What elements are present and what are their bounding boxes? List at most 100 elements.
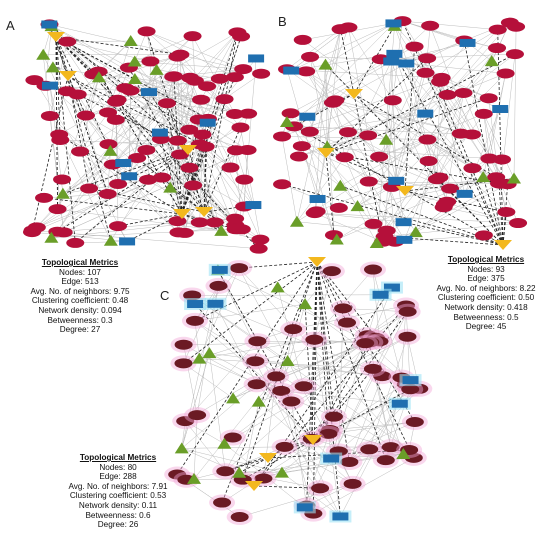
ellipse-node [418, 135, 436, 145]
ellipse-node [406, 42, 424, 52]
ellipse-node [246, 356, 264, 366]
rect-node [152, 129, 168, 137]
rect-node [41, 20, 57, 28]
ellipse-node [197, 142, 215, 152]
ellipse-node [330, 203, 348, 213]
metrics-panel-b: Topological Metrics Nodes: 93 Edge: 375 … [424, 255, 548, 332]
edge [315, 213, 404, 222]
triangle-node [124, 35, 138, 46]
metrics-panel-c: Topological Metrics Nodes: 80 Edge: 288 … [56, 453, 180, 530]
rect-node [460, 39, 476, 47]
edge [501, 184, 518, 223]
ellipse-node [188, 410, 206, 420]
ellipse-node [438, 197, 456, 207]
ellipse-node [192, 95, 210, 105]
ellipse-node [66, 238, 84, 248]
ellipse-node [364, 265, 382, 275]
rect-node [297, 503, 313, 511]
triangle-node [271, 281, 285, 292]
edge [209, 353, 225, 471]
metrics-title-a: Topological Metrics [20, 258, 140, 268]
ellipse-node [252, 69, 270, 79]
ellipse-node [323, 266, 341, 276]
ellipse-node [507, 22, 525, 32]
triangle-node [202, 347, 216, 358]
ellipse-node [251, 235, 269, 245]
ellipse-node [282, 396, 300, 406]
hub-edge [294, 94, 354, 126]
ellipse-node [378, 226, 396, 236]
edge [37, 151, 111, 228]
ellipse-node [325, 412, 343, 422]
ellipse-node [463, 129, 481, 139]
ellipse-node [250, 244, 268, 254]
metric-row: Betweenness: 0.3 [20, 316, 140, 326]
ellipse-node [231, 512, 249, 522]
ellipse-node [109, 221, 127, 231]
ellipse-node [492, 179, 510, 189]
rect-node [386, 50, 402, 58]
metric-row: Nodes: 93 [424, 265, 548, 275]
metric-row: Network density: 0.418 [424, 303, 548, 313]
ellipse-node [370, 152, 388, 162]
ellipse-node [334, 303, 352, 313]
metric-row: Betweenness: 0.5 [424, 313, 548, 323]
ellipse-node [248, 379, 266, 389]
rect-node [283, 67, 299, 75]
ellipse-node [340, 457, 358, 467]
ellipse-node [99, 139, 117, 149]
metric-row: Edge: 513 [20, 277, 140, 287]
triangle-node [128, 56, 142, 67]
edge [291, 401, 306, 505]
metric-row: Network density: 0.094 [20, 306, 140, 316]
ellipse-node [308, 206, 326, 216]
edge [243, 402, 259, 480]
ellipse-node [509, 218, 527, 228]
ellipse-node [418, 53, 436, 63]
edge [44, 194, 108, 198]
ellipse-node [267, 371, 285, 381]
ellipse-node [421, 21, 439, 31]
metrics-title-c: Topological Metrics [56, 453, 180, 463]
ellipse-node [35, 193, 53, 203]
ellipse-node [441, 184, 459, 194]
rect-node [42, 82, 58, 90]
ellipse-node [428, 174, 446, 184]
edge [310, 57, 381, 59]
ellipse-node [227, 145, 245, 155]
ellipse-node [497, 207, 515, 217]
ellipse-node [216, 466, 234, 476]
triangle-node [507, 172, 521, 183]
ellipse-node [339, 22, 357, 32]
metric-row: Network density: 0.11 [56, 501, 180, 511]
ellipse-node [480, 93, 498, 103]
ellipse-node [53, 174, 71, 184]
rect-node [417, 110, 433, 118]
ellipse-node [489, 25, 507, 35]
ellipse-node [506, 49, 524, 59]
hub-edge [317, 262, 340, 516]
rect-node [396, 236, 412, 244]
ellipse-node [169, 136, 187, 146]
ellipse-node [77, 111, 95, 121]
metric-row: Clustering coefficient: 0.48 [20, 296, 140, 306]
triangle-node [281, 355, 295, 366]
triangle-node [192, 353, 206, 364]
metrics-title-b: Topological Metrics [424, 255, 548, 265]
ellipse-node [480, 154, 498, 164]
triangle-node [409, 226, 423, 237]
edge [86, 77, 99, 115]
ellipse-node [431, 77, 449, 87]
ellipse-node [71, 147, 89, 157]
ellipse-node [226, 109, 244, 119]
ellipse-node [153, 173, 171, 183]
rect-node [457, 190, 473, 198]
ellipse-node [211, 74, 229, 84]
metric-row: Degree: 27 [20, 325, 140, 335]
rect-node [373, 291, 389, 299]
ellipse-node [184, 31, 202, 41]
ellipse-node [305, 335, 323, 345]
ellipse-node [360, 177, 378, 187]
ellipse-node [116, 83, 134, 93]
ellipse-node [344, 479, 362, 489]
